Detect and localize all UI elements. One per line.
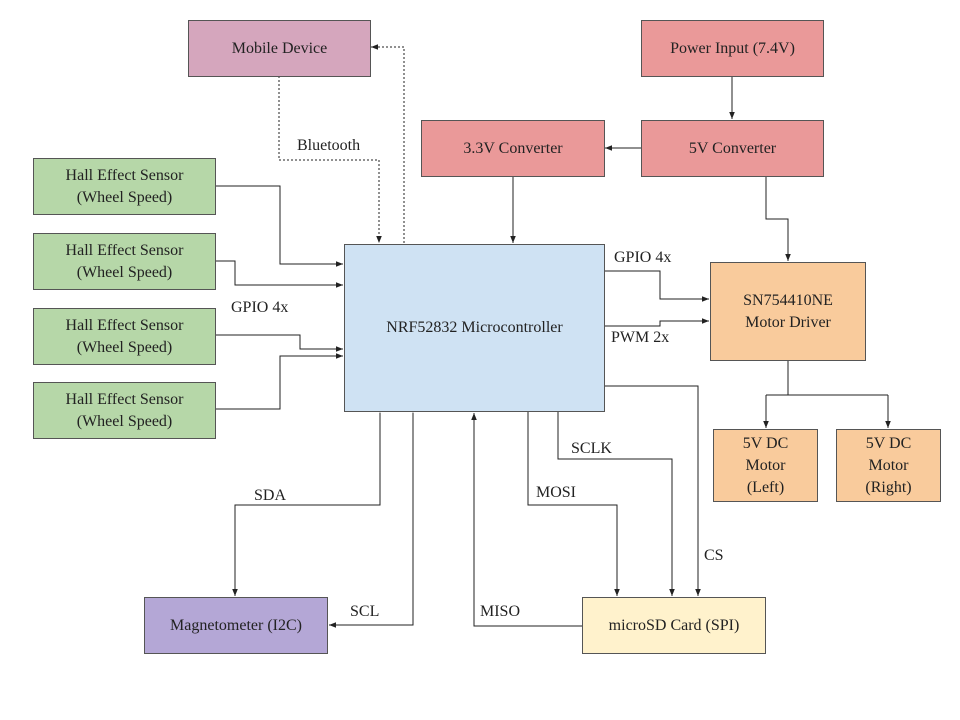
bluetooth-label: Bluetooth — [297, 137, 361, 154]
gpio-driver-wire — [605, 270, 709, 302]
mobile-device-box: Mobile Device — [188, 20, 371, 77]
scl-label: SCL — [350, 603, 380, 620]
hall-4-wire — [216, 353, 343, 410]
hall-sensor-1-box: Hall Effect Sensor (Wheel Speed) — [33, 158, 216, 215]
hall-1-wire — [216, 185, 343, 267]
microsd-card-box: microSD Card (SPI) — [582, 597, 766, 654]
cs-wire — [605, 385, 701, 596]
gpio-sensors-label: GPIO 4x — [231, 299, 289, 316]
scl-wire — [329, 406, 416, 628]
5v-to-driver-wire — [765, 177, 791, 261]
pwm-driver-wire — [605, 318, 709, 327]
hall-3-wire — [216, 334, 343, 352]
mosi-wire — [527, 411, 620, 596]
cs-label: CS — [704, 547, 724, 564]
hall-sensor-3-box: Hall Effect Sensor (Wheel Speed) — [33, 308, 216, 365]
power-input-box: Power Input (7.4V) — [641, 20, 824, 77]
miso-label: MISO — [480, 603, 521, 620]
bluetooth-link-to-mcu — [278, 76, 382, 243]
hall-sensor-4-box: Hall Effect Sensor (Wheel Speed) — [33, 382, 216, 439]
hall-sensor-2-box: Hall Effect Sensor (Wheel Speed) — [33, 233, 216, 290]
miso-wire — [471, 413, 583, 627]
sclk-wire — [557, 411, 675, 596]
bluetooth-link-to-mobile — [371, 44, 405, 243]
motor-driver-box: SN754410NE Motor Driver — [710, 262, 866, 361]
converter-5v-box: 5V Converter — [641, 120, 824, 177]
motor-left-box: 5V DC Motor (Left) — [713, 429, 818, 502]
converter-3v3-box: 3.3V Converter — [421, 120, 605, 177]
gpio-driver-label: GPIO 4x — [614, 249, 672, 266]
motor-right-box: 5V DC Motor (Right) — [836, 429, 941, 502]
pwm-driver-label: PWM 2x — [611, 329, 670, 346]
hall-2-wire — [216, 260, 343, 288]
sclk-label: SCLK — [571, 440, 612, 457]
magnetometer-box: Magnetometer (I2C) — [144, 597, 328, 654]
microcontroller-box: NRF52832 Microcontroller — [344, 244, 605, 412]
mosi-label: MOSI — [536, 484, 577, 501]
sda-label: SDA — [254, 487, 287, 504]
